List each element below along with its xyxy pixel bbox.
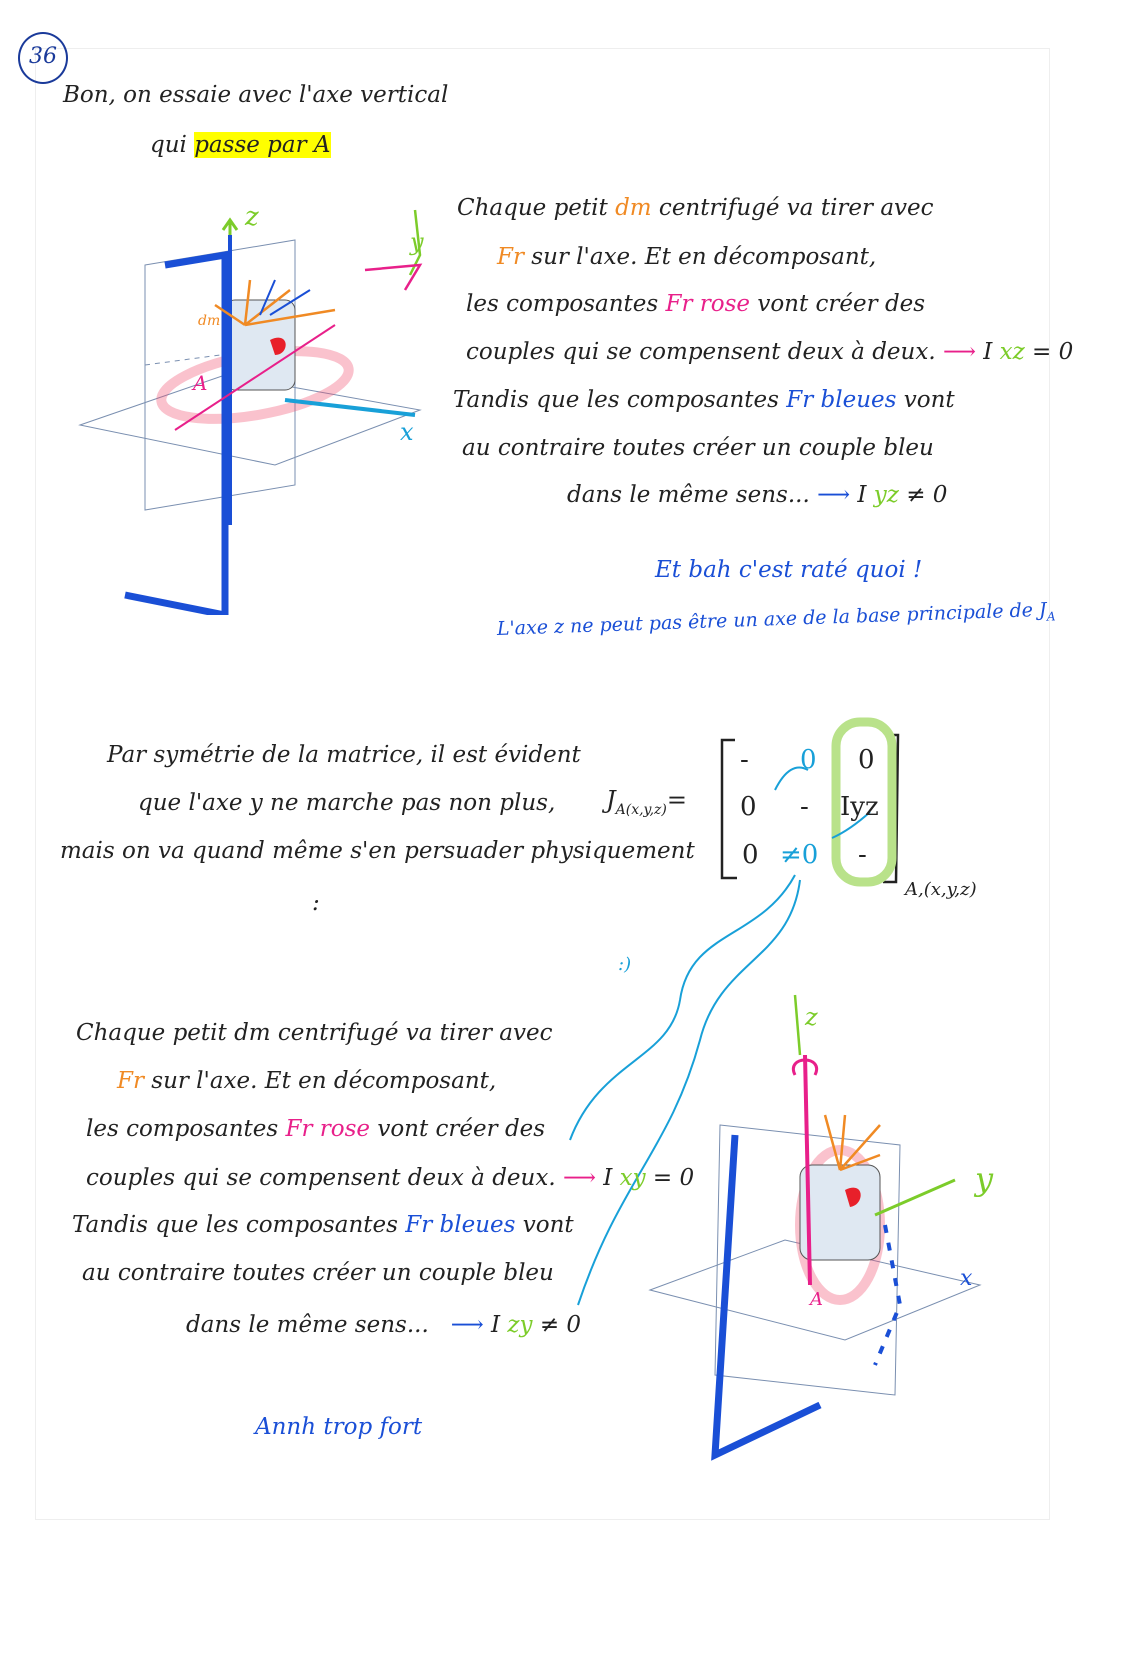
svg-text:A: A — [808, 1289, 823, 1310]
para2-line4: couples qui se compensent deux à deux. ⟶… — [86, 1165, 695, 1191]
intro-line1: Bon, on essaie avec l'axe vertical — [63, 82, 449, 108]
smiley: :) — [618, 954, 632, 975]
para1-line5: Tandis que les composantes Fr bleues von… — [453, 387, 955, 413]
matrix-cell: 0 — [800, 745, 817, 775]
matrix-cell: ≠0 — [780, 840, 819, 870]
para2-line1: Chaque petit dm centrifugé va tirer avec — [76, 1020, 553, 1046]
matrix-cell: - — [800, 792, 809, 822]
symmetry-line2: que l'axe y ne marche pas non plus, — [138, 790, 556, 816]
para1-line6: au contraire toutes créer un couple bleu — [462, 435, 934, 461]
svg-text:A: A — [191, 371, 207, 395]
matrix-label: JA(x,y,z)= — [606, 786, 687, 818]
highlight: passe par A — [194, 132, 331, 158]
svg-text:z: z — [244, 202, 259, 232]
matrix-cell: - — [858, 840, 867, 870]
para1-line2: Fr sur l'axe. Et en décomposant, — [497, 244, 877, 270]
matrix-cell: 0 — [858, 745, 875, 775]
svg-text:dm: dm — [198, 313, 220, 329]
svg-text:z: z — [804, 1003, 818, 1031]
para1-line4: couples qui se compensent deux à deux. ⟶… — [466, 339, 1074, 365]
symmetry-line1: Par symétrie de la matrice, il est évide… — [107, 742, 581, 768]
page-number: 36 — [18, 32, 68, 84]
para2-line5: Tandis que les composantes Fr bleues von… — [72, 1212, 574, 1238]
diagram-y-axis: z y x A — [648, 994, 994, 1461]
para2-line6: au contraire toutes créer un couple bleu — [82, 1260, 554, 1286]
para2-line2: Fr sur l'axe. Et en décomposant, — [117, 1068, 497, 1094]
svg-text:x: x — [960, 1266, 973, 1291]
matrix-cell: 0 — [740, 792, 757, 822]
para1-line1: Chaque petit dm centrifugé va tirer avec — [457, 195, 934, 221]
symmetry-colon: : — [312, 890, 320, 916]
svg-text:y: y — [973, 1160, 994, 1198]
svg-text:x: x — [400, 418, 414, 446]
symmetry-line3: mais on va quand même s'en persuader phy… — [60, 838, 695, 864]
notebook-page — [35, 48, 1050, 1520]
para1-line7: dans le même sens... ⟶ I yz ≠ 0 — [567, 482, 948, 508]
para1-line3: les composantes Fr rose vont créer des — [466, 291, 926, 317]
conclusion-1: Et bah c'est raté quoi ! — [655, 557, 923, 583]
outro: Annh trop fort — [255, 1414, 423, 1440]
matrix-cell: - — [740, 745, 749, 775]
matrix-cell: Iyz — [840, 792, 879, 822]
svg-text:y: y — [409, 228, 424, 256]
para2-line3: les composantes Fr rose vont créer des — [86, 1116, 546, 1142]
diagram-vertical-axis: z y x dm A — [78, 202, 424, 615]
para2-line7: dans le même sens... ⟶ I zy ≠ 0 — [186, 1312, 582, 1338]
matrix-cell: 0 — [742, 840, 759, 870]
intro-line2: qui passe par A — [150, 132, 331, 158]
matrix-basis: A,(x,y,z) — [905, 879, 977, 900]
